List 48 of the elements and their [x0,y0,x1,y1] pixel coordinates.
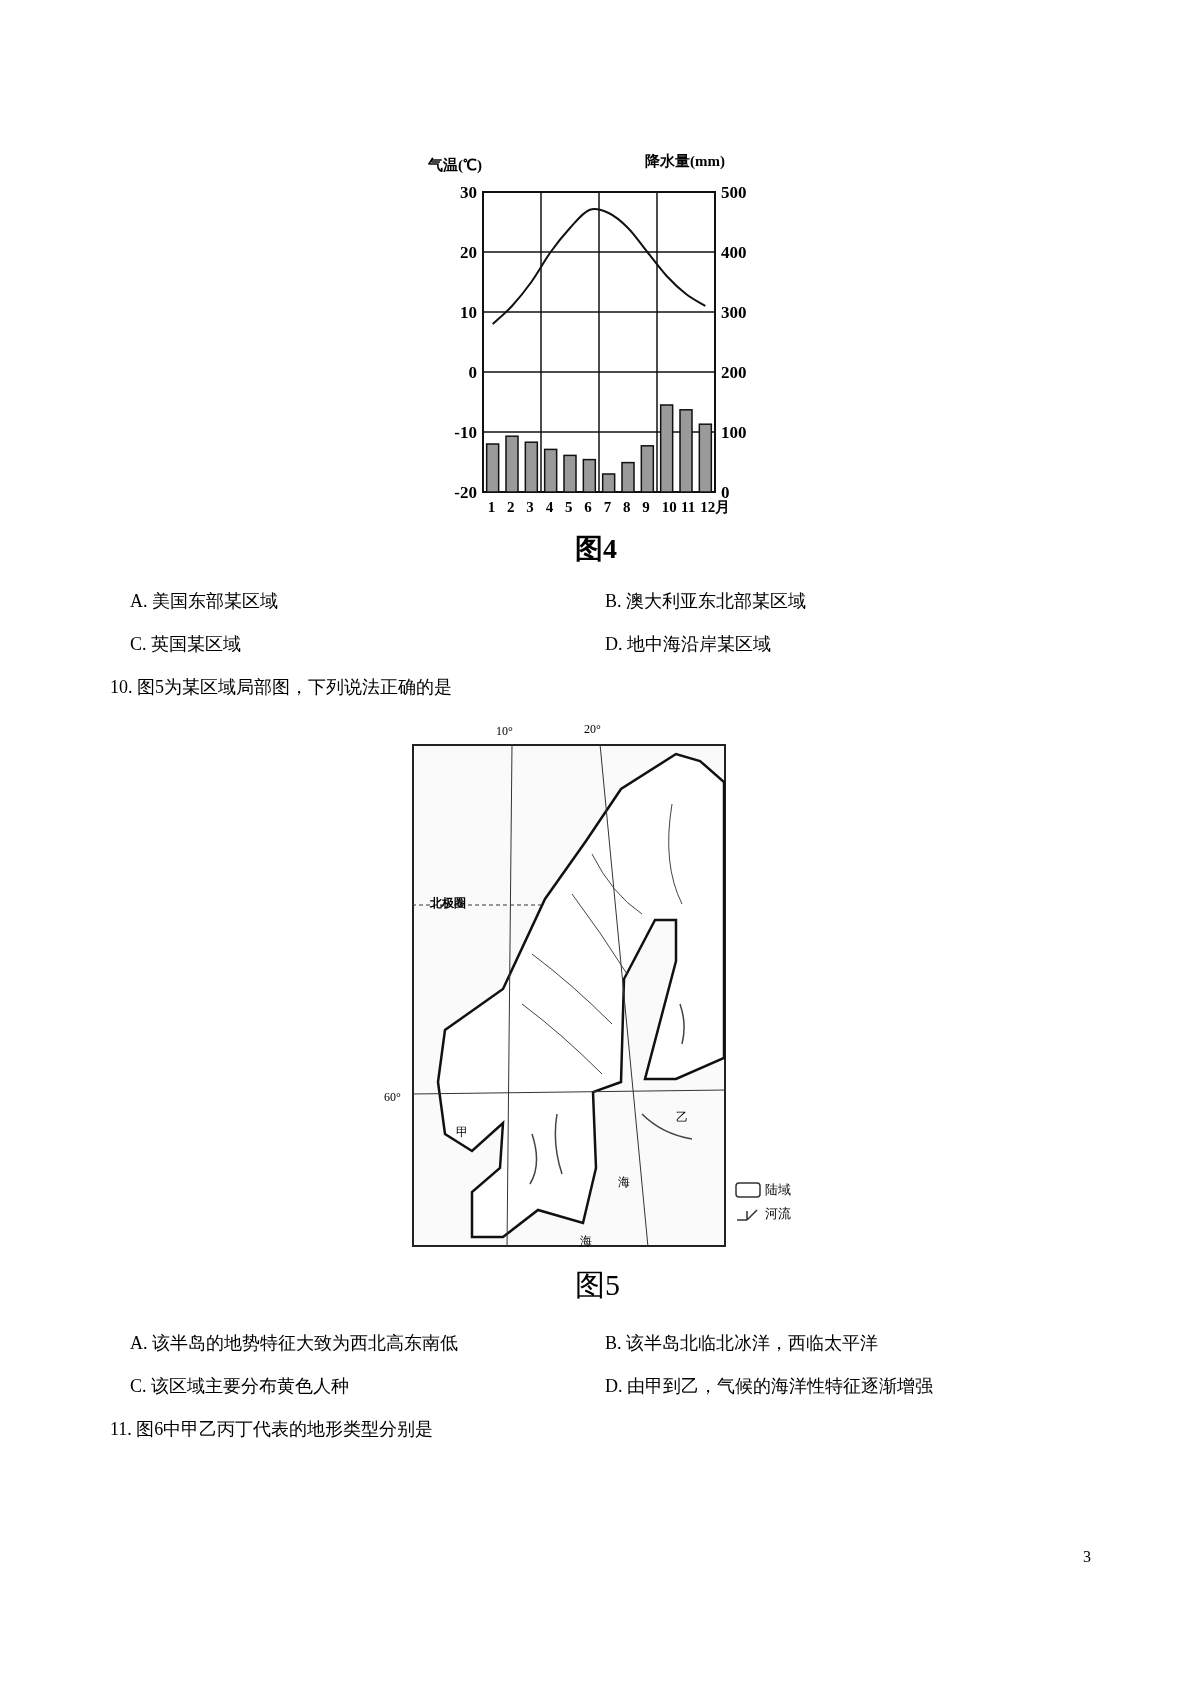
figure-caption: 图4 [575,532,617,566]
question-text: D. 地中海沿岸某区域 [605,633,771,656]
axis-tick-label: 30 [459,182,477,204]
axis-tick-label: 5 [565,498,573,517]
question-text: A. 该半岛的地势特征大致为西北高东南低 [130,1332,458,1355]
question-text: 10. 图5为某区域局部图，下列说法正确的是 [110,676,452,699]
map-label: 北极圈 [430,895,466,912]
question-text: A. 美国东部某区域 [130,590,278,613]
axis-tick-label: 500 [721,182,747,204]
axis-tick-label: 1 [487,498,496,517]
map-label: 60° [384,1089,401,1106]
legend-label: 陆域 [765,1181,791,1199]
figure-caption: 图5 [575,1267,620,1303]
map-label: 20° [584,721,601,738]
axis-tick-label: 10 [661,498,677,517]
axis-tick-label: -20 [453,482,477,504]
axis-tick-label: -10 [453,422,477,444]
axis-tick-label: 10 [459,302,477,324]
axis-tick-label: 12月 [700,498,731,517]
map-label: 乙 [676,1109,688,1126]
map-label: 海 [580,1233,592,1250]
question-text: B. 该半岛北临北冰洋，西临太平洋 [605,1332,878,1355]
map-label: 10° [496,723,513,740]
axis-tick-label: 2 [507,498,515,517]
axis-tick-label: 100 [721,422,747,444]
axis-tick-label: 200 [721,362,747,384]
axis-tick-label: 3 [526,498,534,517]
question-text: B. 澳大利亚东北部某区域 [605,590,806,613]
axis-title: 气温(℃) [428,156,482,175]
axis-tick-label: 400 [721,242,747,264]
axis-tick-label: 6 [584,498,592,517]
axis-tick-label: 300 [721,302,747,324]
axis-title: 降水量(mm) [645,152,725,171]
map-label: 海 [618,1174,630,1191]
page-number: 3 [1083,1547,1091,1567]
question-text: C. 该区域主要分布黄色人种 [130,1375,349,1398]
axis-tick-label: 11 [681,498,696,517]
axis-tick-label: 7 [603,498,612,517]
question-text: C. 英国某区域 [130,633,241,656]
axis-tick-label: 20 [459,242,477,264]
axis-tick-label: 9 [642,498,650,517]
map-label: 甲 [456,1124,468,1141]
axis-tick-label: 0 [467,362,477,384]
question-text: D. 由甲到乙，气候的海洋性特征逐渐增强 [605,1375,933,1398]
question-text: 11. 图6中甲乙丙丁代表的地形类型分别是 [110,1418,434,1441]
axis-tick-label: 4 [545,498,554,517]
legend-label: 河流 [765,1205,791,1223]
axis-tick-label: 8 [623,498,631,517]
